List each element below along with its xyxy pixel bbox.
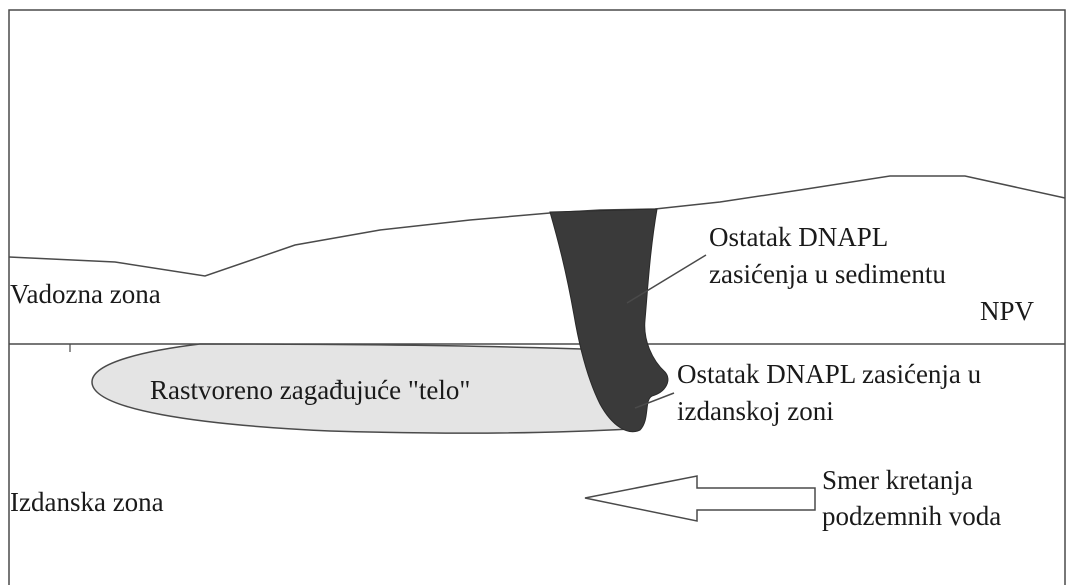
leader-line-sediment <box>626 254 707 304</box>
leader-line-aquifer <box>634 392 675 409</box>
water-table-label: NPV <box>980 296 1035 326</box>
diagram-frame <box>8 9 1066 585</box>
saturated-zone-label: Izdanska zona <box>10 487 164 517</box>
residual-dnapl-aquifer-label-line1: Ostatak DNAPL zasićenja u <box>677 359 982 389</box>
residual-dnapl-aquifer-label-line2: izdanskoj zoni <box>677 396 834 426</box>
flow-direction-arrow <box>584 475 816 522</box>
residual-dnapl-sediment-label-line1: Ostatak DNAPL <box>709 222 889 252</box>
dissolved-plume-label: Rastvoreno zagađujuće "telo" <box>150 375 471 405</box>
residual-dnapl-sediment-label-line2: zasićenja u sedimentu <box>709 259 946 289</box>
flow-direction-label-line2: podzemnih voda <box>822 501 1002 531</box>
vadose-zone-label: Vadozna zona <box>10 279 161 309</box>
dissolved-plume-shape <box>91 343 631 434</box>
flow-direction-label-line1: Smer kretanja <box>822 465 973 495</box>
dnapl-body-shape <box>549 208 669 433</box>
